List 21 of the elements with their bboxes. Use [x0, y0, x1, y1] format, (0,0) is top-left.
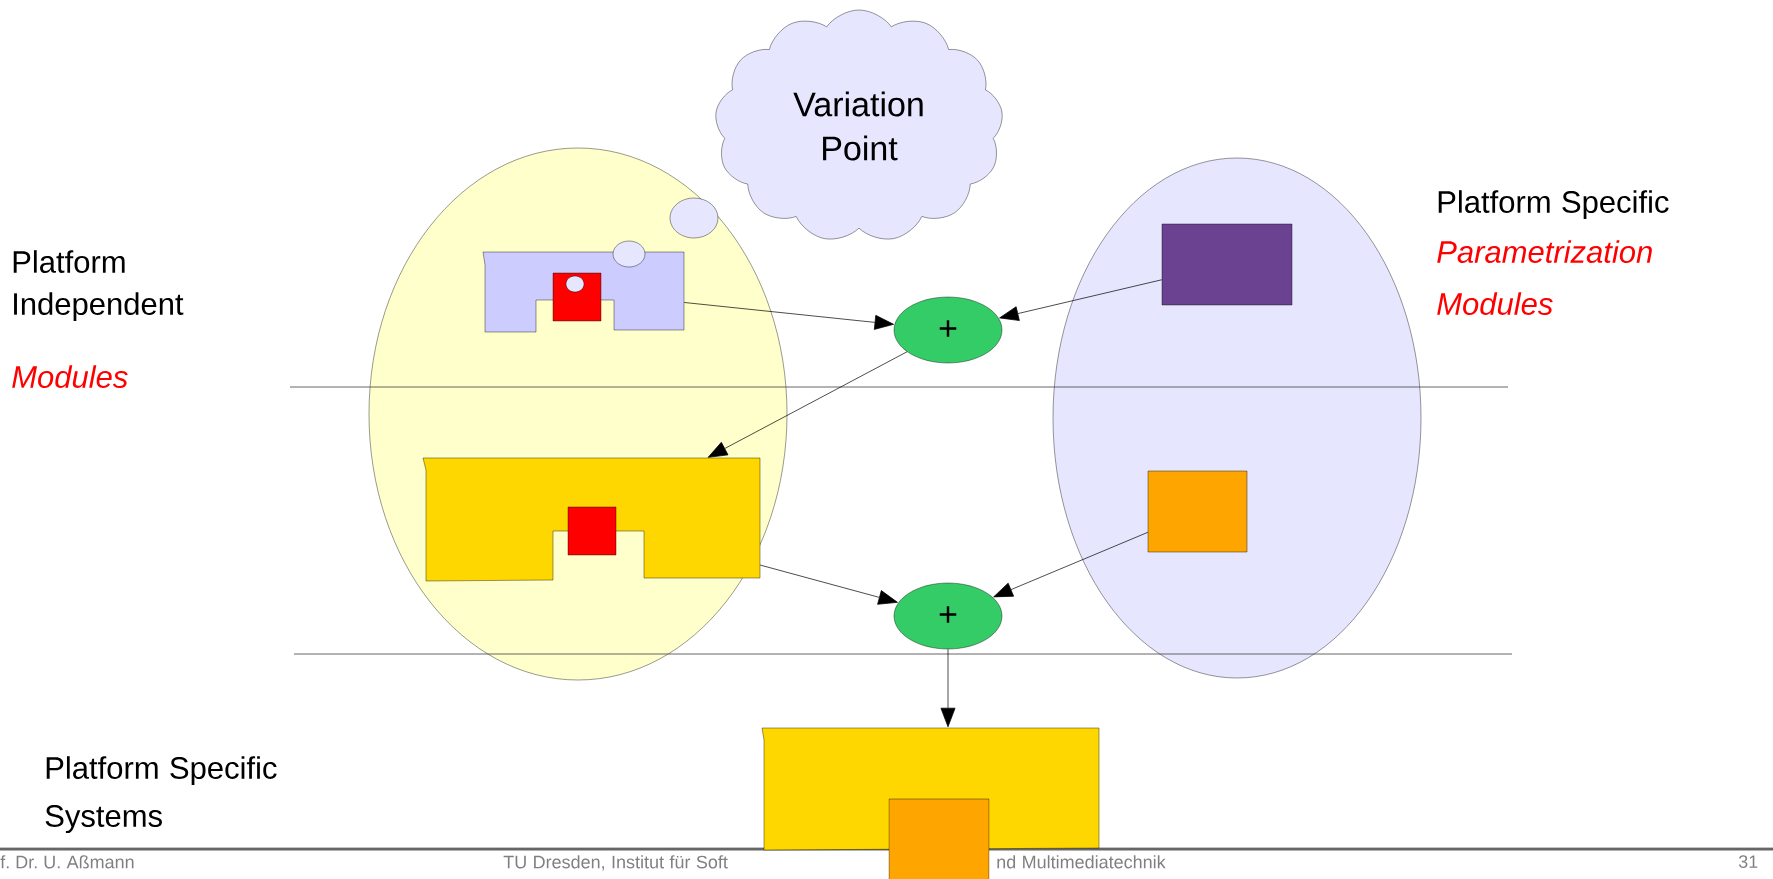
- component-square: [567, 506, 617, 556]
- side-label: Platform Specific: [1438, 190, 1669, 220]
- arrow: [759, 564, 898, 605]
- footer-text: f. Dr. U. Aßmann: [0, 855, 134, 869]
- module-shape: [422, 457, 761, 582]
- component-square: [1147, 470, 1248, 553]
- footer-text: 31: [1738, 855, 1758, 868]
- side-label: Modules: [12, 365, 128, 388]
- footer-text: nd Multimediatechnik: [997, 855, 1166, 869]
- thought-cloud: Variation Point: [715, 9, 1003, 240]
- side-label: Platform Specific Systems: [45, 756, 277, 834]
- side-label: Parametrization Modules: [1437, 240, 1652, 315]
- arrow: [999, 279, 1163, 321]
- side-label: Platform Independent: [13, 250, 184, 322]
- arrow: [940, 648, 956, 728]
- arrow: [993, 531, 1149, 598]
- footer-text: TU Dresden, Institut für Soft: [503, 855, 728, 871]
- arrow: [707, 351, 908, 458]
- component-square: [888, 798, 990, 879]
- arrow: [683, 302, 894, 330]
- component-square: [1161, 223, 1293, 306]
